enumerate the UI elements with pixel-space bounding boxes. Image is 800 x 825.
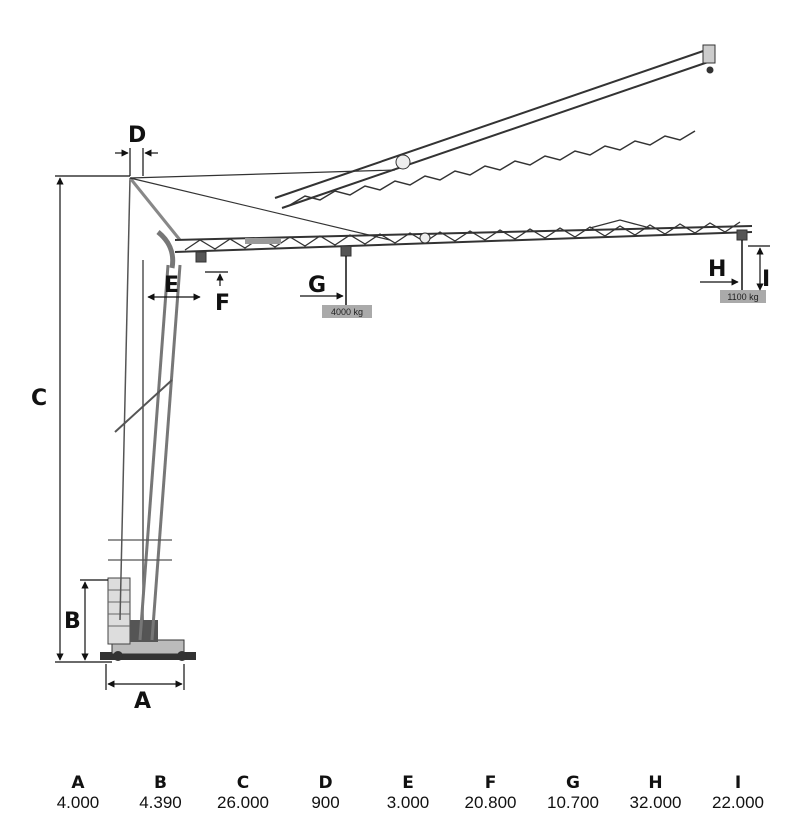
label-c: C	[31, 386, 47, 411]
load-tip-label: 1100 kg	[727, 292, 758, 302]
crane-tower	[108, 177, 182, 641]
dim-key: E	[402, 773, 414, 793]
dim-col-b: B 4.390	[121, 773, 201, 813]
dim-value: 3.000	[386, 793, 430, 812]
dim-col-e: E 3.000	[368, 773, 448, 813]
label-h: H	[708, 257, 726, 282]
load-inner: 4000 kg	[322, 256, 372, 318]
dim-key: D	[318, 773, 333, 793]
dim-key: C	[236, 773, 250, 793]
crane-base	[100, 577, 196, 661]
dim-key: B	[154, 773, 167, 793]
label-f: F	[215, 291, 230, 316]
dim-col-a: A 4.000	[38, 773, 118, 813]
dim-col-f: F 20.800	[451, 773, 531, 813]
label-b: B	[64, 609, 81, 634]
dim-value: 900	[311, 793, 340, 812]
dim-key: G	[566, 773, 580, 793]
dimension-lines	[55, 148, 770, 690]
dim-col-h: H 32.000	[616, 773, 696, 813]
load-inner-label: 4000 kg	[331, 307, 363, 317]
label-a: A	[134, 689, 151, 714]
main-jib	[174, 219, 753, 253]
load-tip: 1100 kg	[720, 240, 766, 303]
dim-value: 22.000	[712, 793, 764, 812]
dimension-table: A 4.000 B 4.390 C 26.000 D 900 E 3.000 F…	[38, 773, 778, 813]
dim-key: A	[71, 773, 85, 793]
dim-col-g: G 10.700	[533, 773, 613, 813]
dim-key: H	[648, 773, 663, 793]
dim-value: 20.800	[464, 793, 517, 812]
dim-col-i: I 22.000	[698, 773, 778, 813]
label-e: E	[164, 273, 179, 298]
upper-jib	[274, 44, 716, 209]
dim-key: I	[734, 773, 742, 793]
dim-col-d: D 900	[286, 773, 366, 813]
crane-diagram: 4000 kg 1100 kg C B	[31, 44, 770, 714]
dim-value: 4.000	[56, 793, 100, 812]
dim-col-c: C 26.000	[203, 773, 283, 813]
dim-value: 4.390	[139, 793, 182, 812]
dim-key: F	[484, 773, 497, 793]
label-g: G	[308, 273, 326, 298]
dim-value: 10.700	[547, 793, 599, 812]
dim-value: 26.000	[217, 793, 269, 812]
label-d: D	[128, 123, 146, 148]
label-i: I	[762, 267, 770, 292]
dim-value: 32.000	[629, 793, 682, 812]
